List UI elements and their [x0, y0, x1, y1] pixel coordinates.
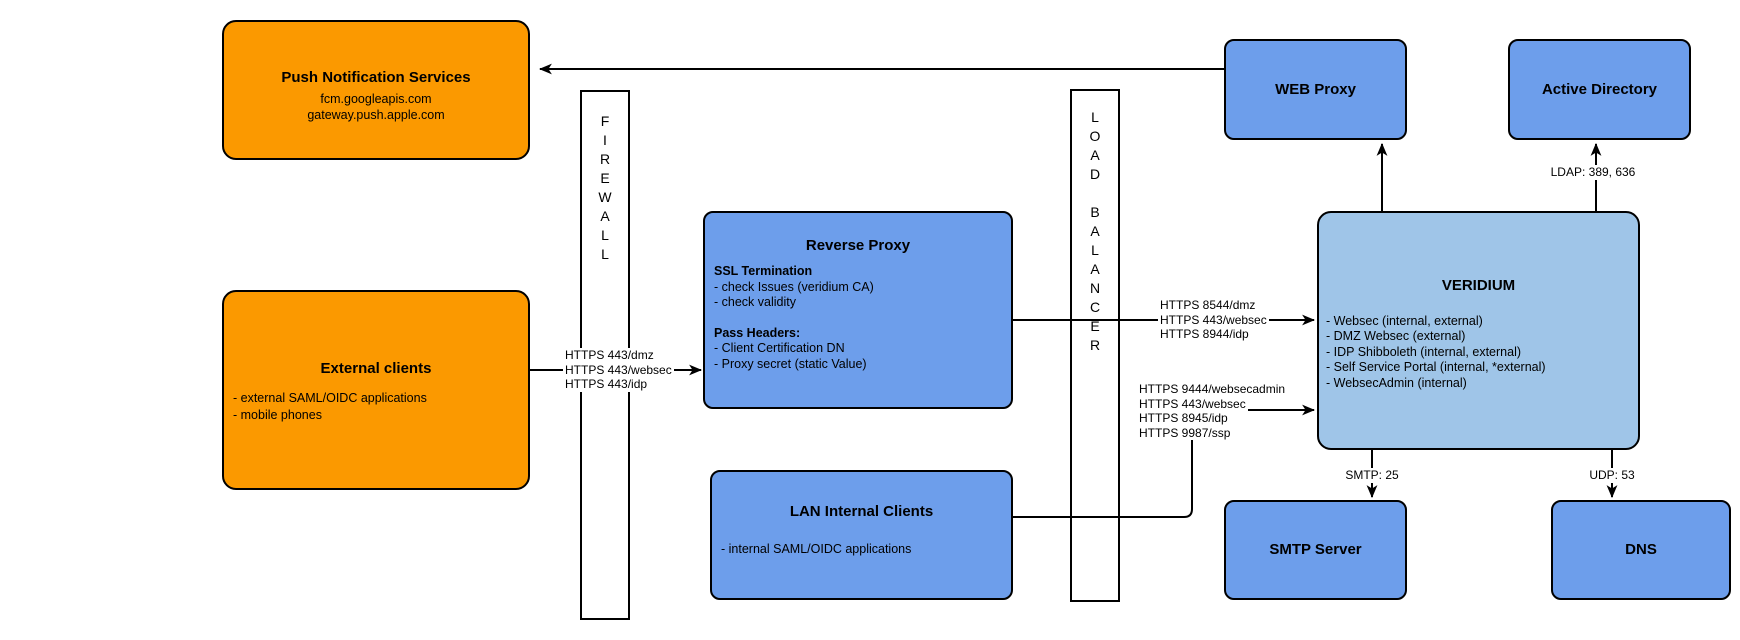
edge-label-ldap: LDAP: 389, 636: [1548, 165, 1638, 180]
node-title: External clients: [320, 360, 432, 377]
port-label: HTTPS 443/websec: [1158, 312, 1269, 328]
spacer: [714, 311, 1007, 326]
node-veridium: VERIDIUM - Websec (internal, external) -…: [1317, 211, 1640, 450]
node-reverse-proxy: Reverse Proxy SSL Termination - check Is…: [703, 211, 1013, 409]
node-web-proxy: WEB Proxy: [1224, 39, 1407, 140]
port-label: UDP: 53: [1587, 468, 1637, 483]
list-item: - Proxy secret (static Value): [714, 356, 867, 371]
section-heading: Pass Headers:: [714, 325, 801, 340]
list-item: - check validity: [714, 295, 796, 310]
edge-label-smtp: SMTP: 25: [1343, 468, 1401, 483]
port-label: HTTPS 8944/idp: [1158, 327, 1251, 342]
node-body: - Websec (internal, external) - DMZ Webs…: [1326, 314, 1634, 391]
list-item: - mobile phones: [233, 408, 322, 422]
port-label: HTTPS 9987/ssp: [1137, 425, 1233, 441]
list-item: - WebsecAdmin (internal): [1326, 375, 1467, 390]
edge-label-client-to-proxy: HTTPS 443/dmz HTTPS 443/websec HTTPS 443…: [563, 348, 674, 392]
node-push-notification-services: Push Notification Services fcm.googleapi…: [222, 20, 530, 160]
edge-label-lan-to-veridium: HTTPS 9444/websecadmin HTTPS 443/websec …: [1137, 382, 1288, 441]
hostname: fcm.googleapis.com: [320, 92, 432, 106]
list-item: - internal SAML/OIDC applications: [721, 542, 912, 556]
node-smtp-server: SMTP Server: [1224, 500, 1407, 600]
list-item: - Self Service Portal (internal, *extern…: [1326, 360, 1546, 375]
list-item: - check Issues (veridium CA): [714, 279, 874, 294]
port-label: HTTPS 8544/dmz: [1158, 298, 1258, 313]
section-heading: SSL Termination: [714, 264, 813, 278]
node-body: - external SAML/OIDC applications - mobi…: [233, 390, 524, 424]
node-body: SSL Termination - check Issues (veridium…: [714, 264, 1007, 373]
list-item: - DMZ Websec (external): [1326, 329, 1466, 344]
node-lan-internal-clients: LAN Internal Clients - internal SAML/OID…: [710, 470, 1013, 600]
node-title: SMTP Server: [1269, 541, 1362, 558]
node-title: VERIDIUM: [1441, 277, 1516, 294]
list-item: - IDP Shibboleth (internal, external): [1326, 344, 1522, 359]
list-item: - external SAML/OIDC applications: [233, 391, 427, 405]
node-dns: DNS: [1551, 500, 1731, 600]
port-label: HTTPS 9444/websecadmin: [1137, 382, 1288, 397]
node-title: DNS: [1625, 541, 1657, 558]
node-title: Reverse Proxy: [805, 237, 911, 254]
node-title: Active Directory: [1541, 80, 1658, 98]
node-title: LAN Internal Clients: [789, 503, 934, 520]
port-label: HTTPS 443/dmz: [563, 348, 656, 363]
edge-label-proxy-to-veridium: HTTPS 8544/dmz HTTPS 443/websec HTTPS 89…: [1158, 298, 1269, 342]
node-active-directory: Active Directory: [1508, 39, 1691, 140]
port-label: LDAP: 389, 636: [1548, 165, 1638, 180]
list-item: - Client Certification DN: [714, 341, 845, 356]
list-item: - Websec (internal, external): [1326, 314, 1483, 328]
node-body: fcm.googleapis.com gateway.push.apple.co…: [224, 92, 528, 123]
port-label: HTTPS 8945/idp: [1137, 411, 1230, 426]
port-label: HTTPS 443/idp: [563, 377, 650, 392]
firewall-label: F I R E W A L L: [598, 113, 612, 262]
node-body: - internal SAML/OIDC applications: [721, 541, 1007, 557]
edge-label-udp: UDP: 53: [1587, 468, 1637, 483]
load-balancer-label: L O A D B A L A N C E R: [1089, 109, 1101, 353]
node-title: WEB Proxy: [1275, 80, 1356, 98]
port-label: HTTPS 443/websec: [563, 362, 674, 378]
node-external-clients: External clients - external SAML/OIDC ap…: [222, 290, 530, 490]
hostname: gateway.push.apple.com: [307, 107, 445, 122]
node-load-balancer: L O A D B A L A N C E R: [1070, 89, 1120, 602]
port-label: HTTPS 443/websec: [1137, 396, 1248, 412]
node-title: Push Notification Services: [281, 69, 471, 86]
port-label: SMTP: 25: [1343, 468, 1401, 483]
